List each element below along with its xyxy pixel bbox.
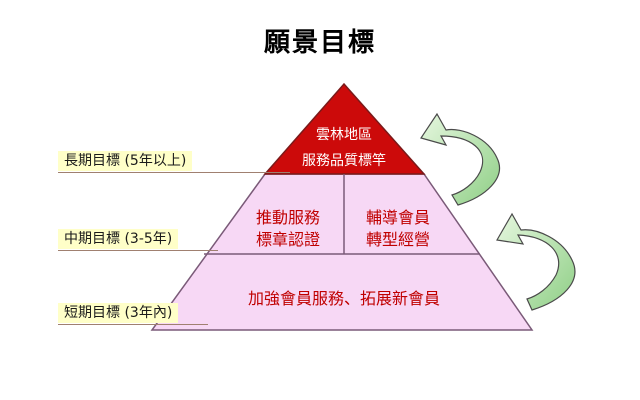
middle-left-line1: 推動服務 [255,208,320,227]
top-tier-line2: 服務品質標竿 [302,153,386,169]
middle-right-line1: 輔導會員 [365,208,430,227]
middle-right-text: 輔導會員 轉型經營 [348,207,448,251]
mid-term-guide-line [58,250,218,251]
top-tier-line1: 雲林地區 [316,127,372,143]
curved-arrow-upper-icon [420,112,500,206]
middle-right-line2: 轉型經營 [365,230,430,249]
short-term-guide-line [58,324,208,325]
long-term-goal-label: 長期目標 (5年以上) [58,151,193,171]
curved-arrow-lower-icon [496,212,576,311]
page-title: 願景目標 [263,28,376,58]
mid-term-goal-label: 中期目標 (3-5年) [58,229,179,249]
bottom-tier-text: 加強會員服務、拓展新會員 [247,289,440,308]
top-tier-text: 雲林地區 服務品質標竿 [284,124,404,172]
middle-left-text: 推動服務 標章認證 [238,207,338,251]
middle-left-line2: 標章認證 [255,230,320,249]
long-term-guide-line [58,172,290,173]
short-term-goal-label: 短期目標 (3年內) [58,303,179,323]
